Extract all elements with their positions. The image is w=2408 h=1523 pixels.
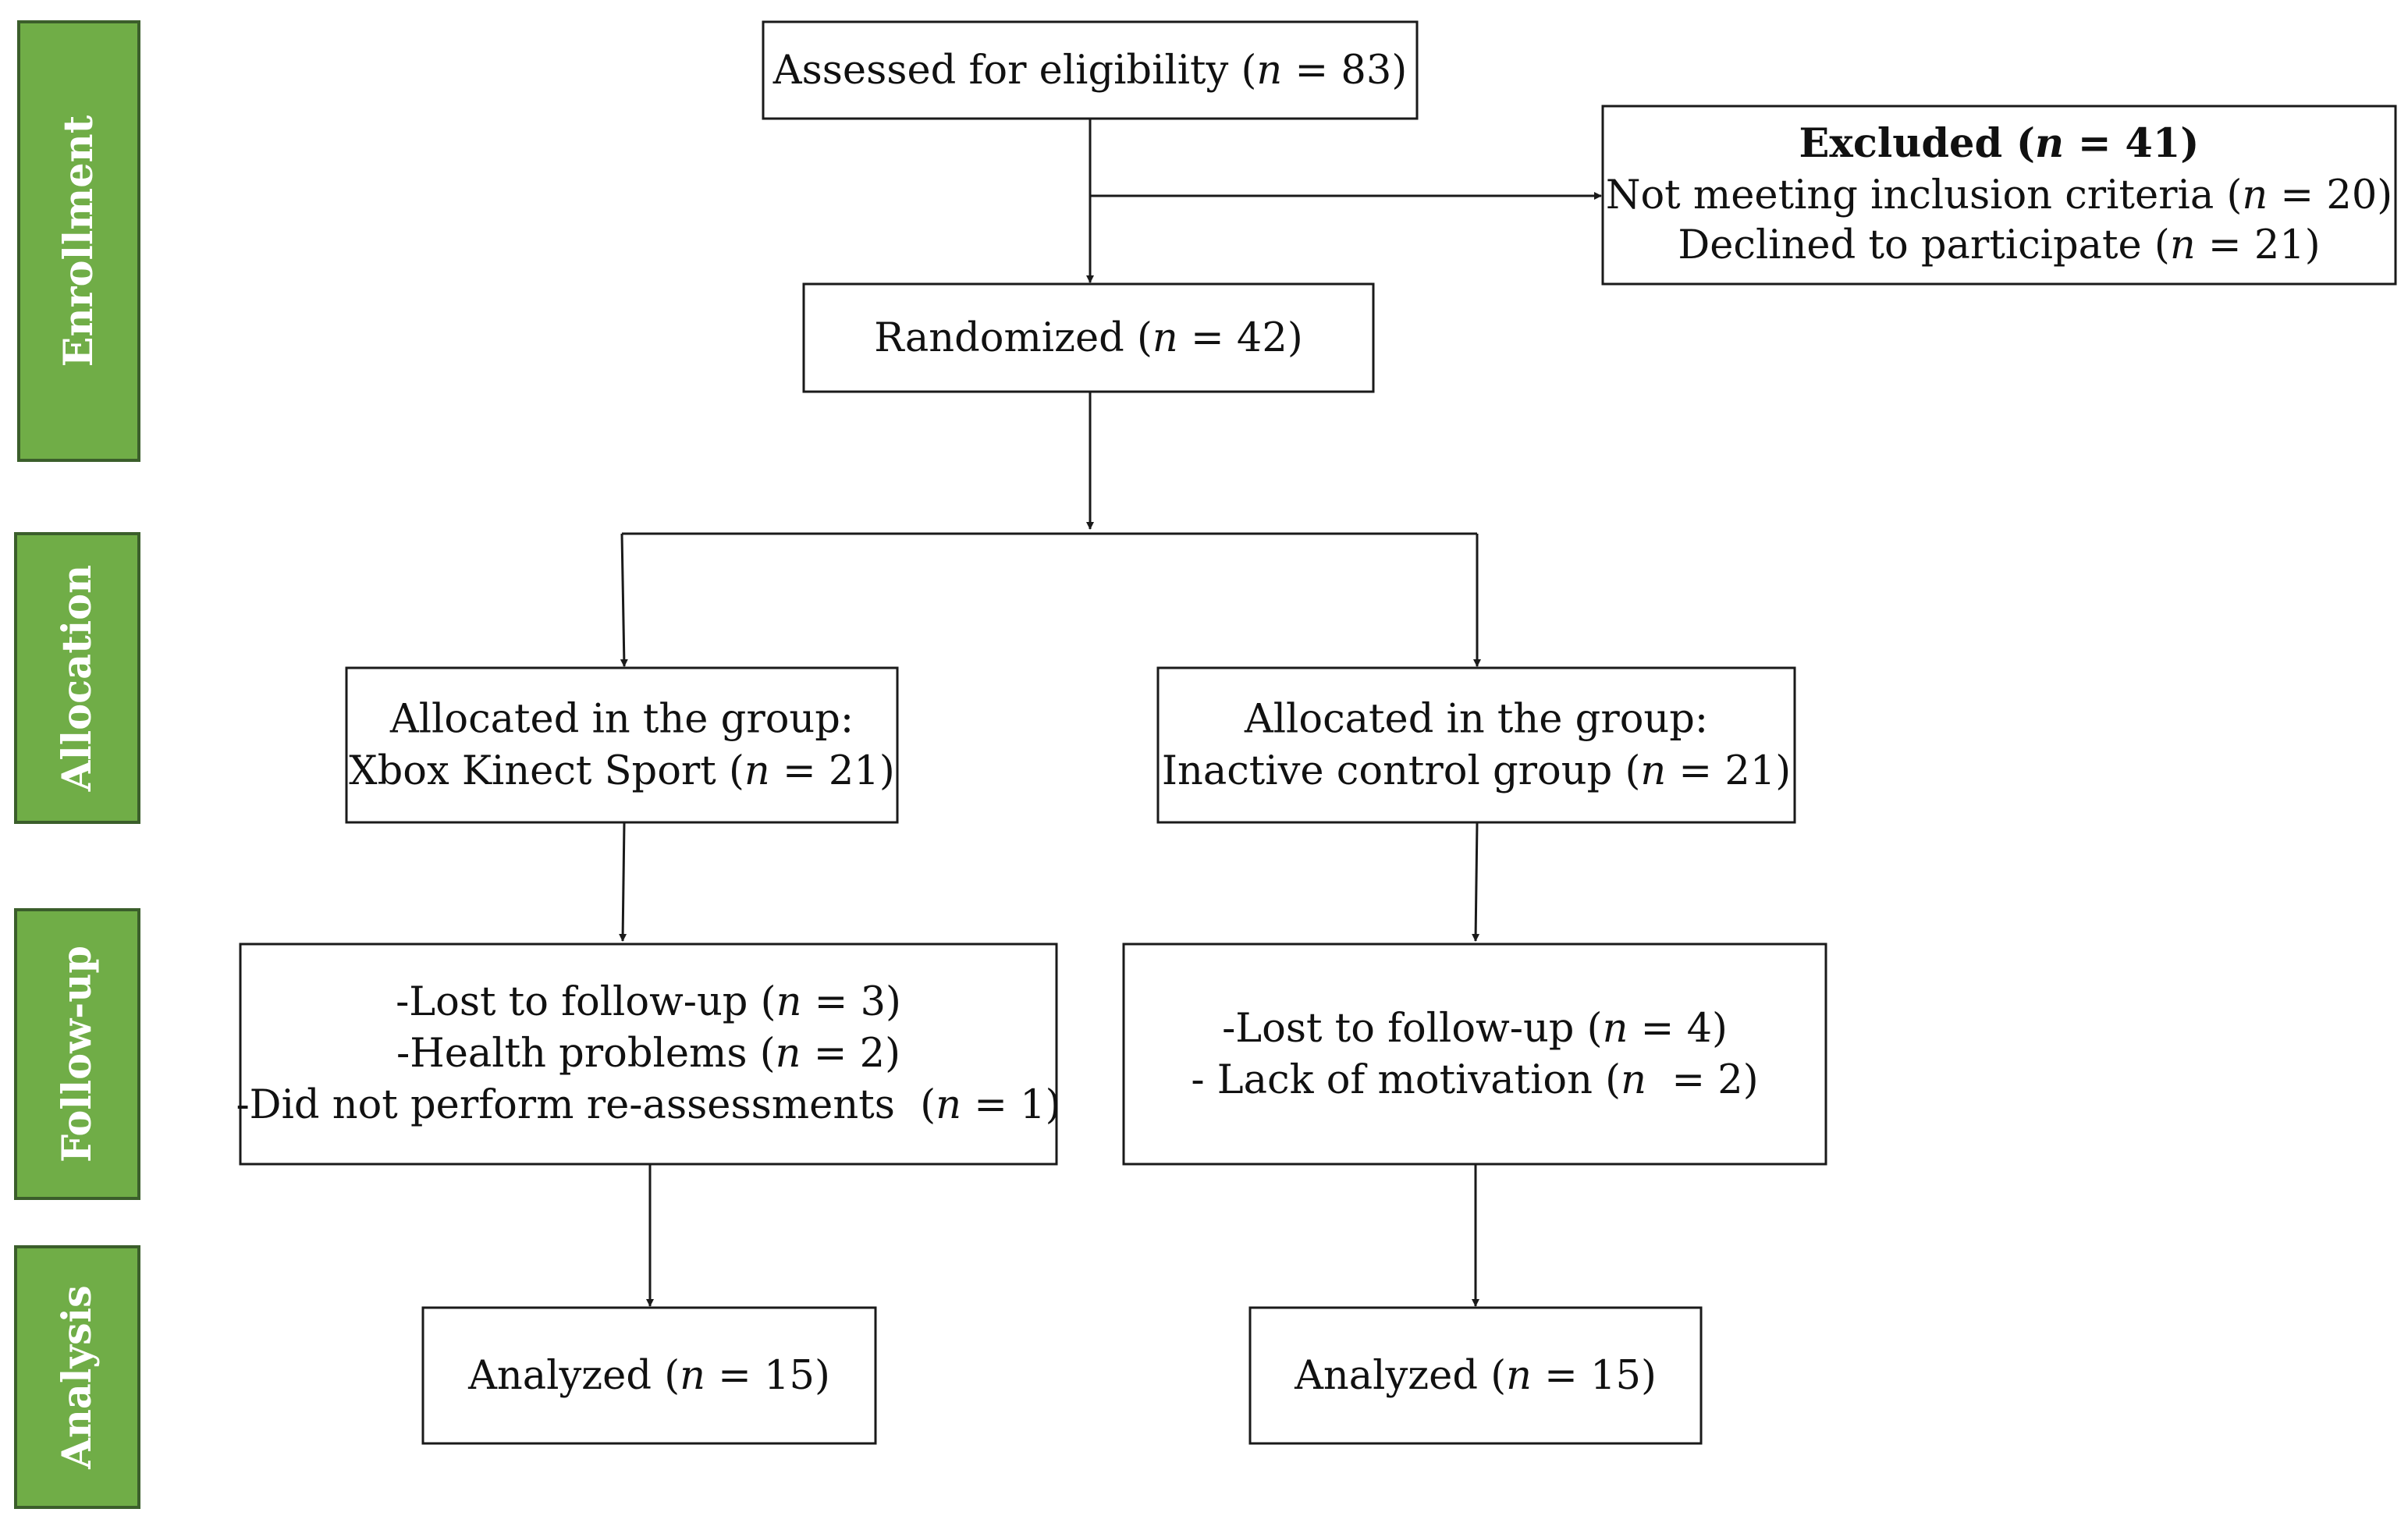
- allocation-left-frame: [345, 666, 899, 824]
- stage-allocation: Allocation: [14, 532, 140, 824]
- followup-left-box: -Lost to follow-up (n = 3) -Health probl…: [236, 943, 1061, 1166]
- randomized-text: Randomized (n = 42): [874, 315, 1302, 361]
- connector-split-to-left-allocation: [620, 533, 628, 667]
- analysis-right-frame: [1248, 1306, 1703, 1445]
- allocation-left-group: Xbox Kinect Sport (n = 21): [349, 748, 894, 794]
- allocation-left-box: Allocated in the group: Xbox Kinect Spor…: [345, 666, 899, 824]
- analysis-right-box: Analyzed (n = 15): [1248, 1306, 1703, 1445]
- excluded-box: Excluded (n = 41) Not meeting inclusion …: [1601, 105, 2397, 286]
- followup-left-frame: [239, 943, 1058, 1166]
- stage-allocation-label: Allocation: [54, 565, 101, 792]
- analysis-left-frame: [421, 1306, 877, 1445]
- allocation-right-box: Allocated in the group: Inactive control…: [1156, 666, 1796, 824]
- stage-followup-label: Follow-up: [54, 946, 101, 1163]
- excluded-not-meeting-criteria: Not meeting inclusion criteria (n = 20): [1606, 172, 2392, 218]
- analysis-left-text: Analyzed (n = 15): [467, 1353, 830, 1399]
- followup-right-frame: [1122, 943, 1827, 1166]
- stage-allocation-bar: [14, 532, 140, 824]
- allocation-right-group: Inactive control group (n = 21): [1162, 748, 1791, 794]
- stage-enrollment-label: Enrollment: [55, 115, 102, 367]
- allocation-left-heading: Allocated in the group:: [389, 697, 854, 743]
- connector-right-allocation-to-followup: [1472, 822, 1480, 942]
- excluded-declined: Declined to participate (n = 21): [1678, 222, 2320, 268]
- stage-enrollment-bar: [17, 20, 140, 462]
- randomized-box-frame: [802, 282, 1375, 393]
- allocation-right-frame: [1156, 666, 1796, 824]
- allocation-right-heading: Allocated in the group:: [1244, 697, 1708, 743]
- stage-followup: Follow-up: [14, 908, 140, 1200]
- stage-followup-bar: [14, 908, 140, 1200]
- followup-left-health: -Health problems (n = 2): [396, 1031, 900, 1077]
- assessed-box: Assessed for eligibility (n = 83): [762, 20, 1419, 120]
- randomized-box: Randomized (n = 42): [802, 282, 1375, 393]
- connector-left-allocation-to-followup: [619, 822, 627, 942]
- stage-analysis: Analysis: [14, 1245, 140, 1509]
- assessed-text: Assessed for eligibility (n = 83): [772, 48, 1407, 94]
- stage-enrollment: Enrollment: [17, 20, 140, 462]
- excluded-box-frame: [1601, 105, 2397, 286]
- followup-right-motivation: - Lack of motivation (n = 2): [1191, 1057, 1758, 1103]
- excluded-title: Excluded (n = 41): [1799, 120, 2200, 167]
- followup-left-lost: -Lost to follow-up (n = 3): [396, 979, 901, 1025]
- stage-analysis-bar: [14, 1245, 140, 1509]
- stage-analysis-label: Analysis: [54, 1285, 101, 1470]
- analysis-right-text: Analyzed (n = 15): [1294, 1353, 1657, 1399]
- followup-left-no-reassessment: -Did not perform re-assessments (n = 1): [236, 1082, 1060, 1128]
- followup-right-box: -Lost to follow-up (n = 4) - Lack of mot…: [1122, 943, 1827, 1166]
- followup-right-lost: -Lost to follow-up (n = 4): [1222, 1006, 1728, 1052]
- assessed-box-frame: [762, 20, 1419, 120]
- analysis-left-box: Analyzed (n = 15): [421, 1306, 877, 1445]
- connectors: [619, 119, 1602, 1307]
